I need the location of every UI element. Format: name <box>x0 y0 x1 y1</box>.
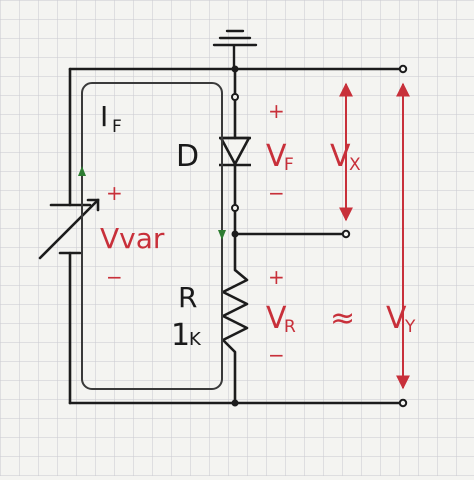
resistor-value: 1 <box>171 318 190 353</box>
current-label: I <box>100 100 108 133</box>
diode-icon <box>219 136 251 167</box>
variable-source <box>38 198 100 260</box>
ground-icon <box>212 29 258 70</box>
vy-label-sub: Y <box>404 317 416 337</box>
vy-label: V <box>386 301 407 336</box>
vx-label: V <box>330 139 351 174</box>
vr-label-sub: R <box>284 317 296 337</box>
output-terminals <box>341 64 408 408</box>
approx-sign: ≈ <box>330 301 355 336</box>
resistor-label: R <box>178 281 197 314</box>
vx-label-sub: X <box>349 155 361 175</box>
vf-plus: + <box>268 99 285 123</box>
vvar-minus: − <box>106 265 123 289</box>
vvar-plus: + <box>106 181 123 205</box>
resistor-unit: K <box>189 329 202 350</box>
current-loop-arrows <box>78 166 226 240</box>
terminal-bottom <box>398 398 408 408</box>
terminal-top <box>398 64 408 74</box>
junction-dots <box>231 65 239 407</box>
resistor-icon <box>221 269 249 353</box>
terminal-mid <box>341 229 351 239</box>
diode-label: D <box>176 139 199 174</box>
vvar-label: Vvar <box>100 222 165 255</box>
vf-label: V <box>266 139 287 174</box>
circuit-wires <box>68 67 405 405</box>
current-label-sub: F <box>112 117 122 137</box>
vr-plus: + <box>268 265 285 289</box>
vr-minus: − <box>268 343 285 367</box>
vr-label: V <box>266 301 287 336</box>
vf-label-sub: F <box>284 155 294 175</box>
vf-minus: − <box>268 181 285 205</box>
test-point-terminals <box>231 93 239 212</box>
